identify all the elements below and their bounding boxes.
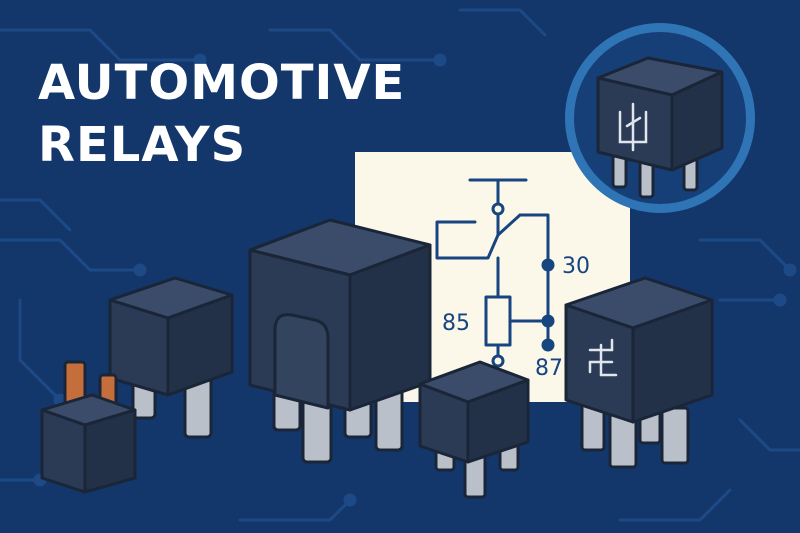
relay-right	[564, 276, 714, 469]
pin-85-node	[541, 314, 555, 328]
relay-left-back	[108, 276, 234, 439]
circuit-traces	[0, 8, 800, 522]
pin-30-label: 30	[562, 254, 590, 279]
title-line-1: AUTOMOTIVE	[38, 55, 406, 111]
pin-30-node	[541, 258, 555, 272]
pin-87-node	[541, 338, 555, 352]
relay-large-center	[248, 218, 432, 464]
title-line-2: RELAYS	[38, 117, 247, 173]
relay-badge	[565, 23, 755, 213]
relay-small-front	[418, 360, 530, 499]
relay-symbol-icon	[618, 102, 648, 152]
relay-copper-terminals	[40, 360, 137, 494]
relay-schematic	[435, 178, 555, 368]
schematic-coil-loop	[435, 220, 500, 260]
pin-87-label: 87	[535, 356, 563, 381]
pin-85-label: 85	[442, 311, 470, 336]
switch-symbol-icon	[588, 338, 618, 377]
page-title: AUTOMOTIVE RELAYS	[38, 52, 405, 176]
